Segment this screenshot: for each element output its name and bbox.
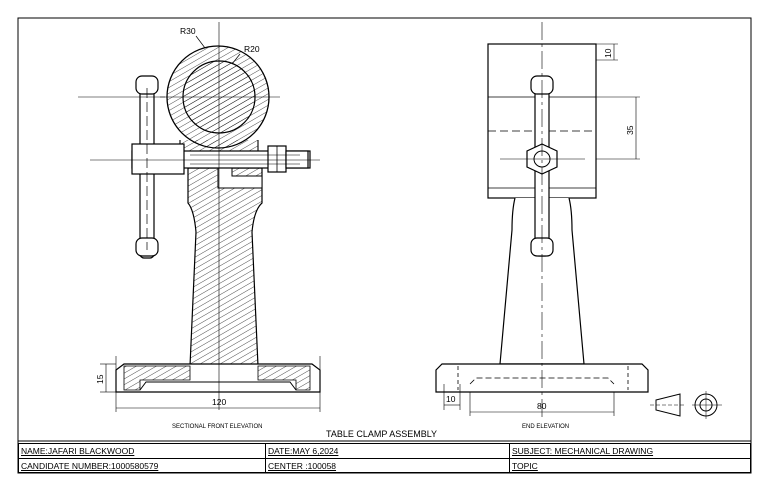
dim-block-height: 35 [625,125,635,135]
dim-r20: R20 [244,44,260,54]
dim-base-height: 15 [95,374,105,384]
front-elevation-view: R30 R20 15 120 SECTIONAL FRONT ELEVATION [78,22,321,430]
dim-end-base: 80 [537,401,547,411]
front-base-hatch-left [123,365,191,391]
front-view-label: SECTIONAL FRONT ELEVATION [172,424,262,430]
front-step-notch [217,168,263,189]
title-block: NAME:JAFARI BLACKWOOD DATE:MAY 6,2024 SU… [18,443,751,473]
title-block-topic: TOPIC [509,459,750,473]
title-block-date: DATE:MAY 6,2024 [265,444,509,458]
title-block-name: NAME:JAFARI BLACKWOOD [21,446,135,456]
projection-symbol [650,391,722,419]
title-block-row-1: NAME:JAFARI BLACKWOOD DATE:MAY 6,2024 SU… [19,444,750,459]
dim-base-length: 120 [212,397,226,407]
title-block-subject: SUBJECT: MECHANICAL DRAWING [509,444,750,458]
front-column-section [187,167,263,367]
end-elevation-view: 10 35 10 80 END ELEVATION [435,22,649,430]
title-block-candidate: CANDIDATE NUMBER:1000580579 [21,461,159,471]
end-view-label: END ELEVATION [522,424,569,430]
dim-end-small: 10 [446,394,456,404]
drawing-title: TABLE CLAMP ASSEMBLY [326,429,437,439]
sheet-border [17,17,752,474]
dim-top-height: 10 [603,48,613,58]
front-bolt-end [285,150,309,169]
front-bolt-head [131,143,185,175]
front-base-foot [139,381,297,391]
title-block-row-2: CANDIDATE NUMBER:1000580579 CENTER :1000… [19,459,750,473]
dim-r30: R30 [180,26,196,36]
title-block-center: CENTER :100058 [265,459,509,473]
